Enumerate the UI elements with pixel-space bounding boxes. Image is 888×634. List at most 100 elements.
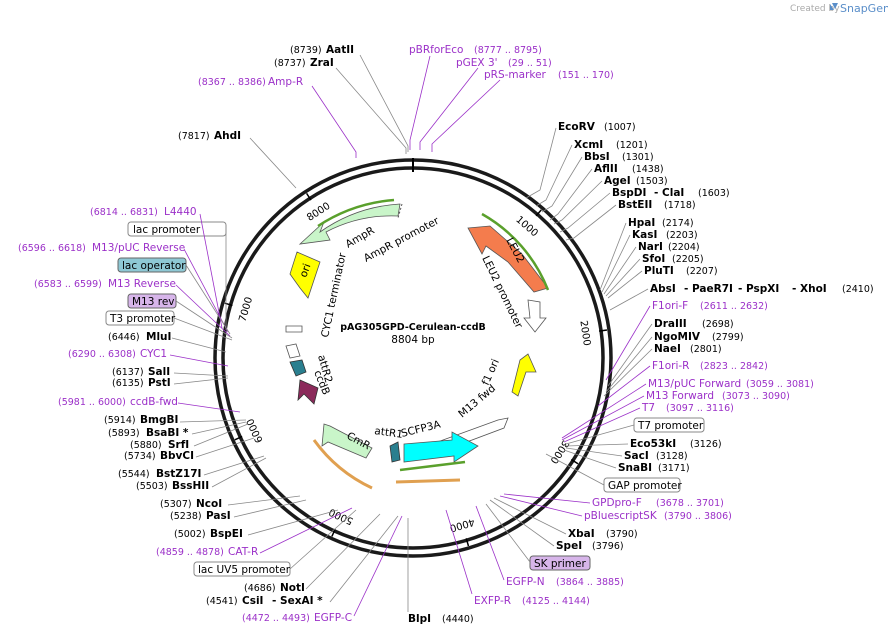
ori-feature[interactable] — [289, 251, 321, 299]
cyc1-terminator-feature[interactable] — [285, 343, 301, 359]
sk-primer-box[interactable] — [529, 555, 591, 571]
eco53ki-pos: (3126) — [690, 439, 722, 450]
scfp3a-feature[interactable] — [403, 431, 479, 463]
bsabi-name[interactable]: BsaBI * — [146, 427, 189, 439]
bsteii-name[interactable]: BstEII — [618, 199, 652, 211]
ampr-primer-name[interactable]: Amp-R — [268, 76, 303, 88]
pbluescriptsk-leader — [499, 495, 583, 517]
csii-sep[interactable]: - SexAI * — [272, 595, 323, 607]
noti-name[interactable]: NotI — [280, 582, 305, 594]
pluti-name[interactable]: PluTI — [644, 265, 674, 277]
ngomiv-leader — [605, 336, 653, 393]
aatii-leader — [359, 54, 409, 152]
f1orir-name[interactable]: F1ori-R — [652, 360, 689, 372]
psti-name[interactable]: PstI — [148, 377, 171, 389]
hpai-name[interactable]: HpaI — [628, 217, 655, 229]
sfoi-name[interactable]: SfoI — [642, 253, 665, 265]
absi-sep1[interactable]: - PaeR7I — [684, 283, 733, 295]
bspei-name[interactable]: BspEI — [210, 528, 243, 540]
ncoi-name[interactable]: NcoI — [196, 498, 222, 510]
leu2-promoter-feature[interactable] — [523, 299, 547, 333]
t7-primer-name[interactable]: T7 — [641, 402, 655, 414]
f1orif-name[interactable]: F1ori-F — [652, 300, 688, 312]
exfpr-name[interactable]: EXFP-R — [474, 595, 511, 607]
ecorv-pos: (1007) — [604, 122, 636, 133]
aatii-name[interactable]: AatII — [326, 44, 354, 56]
absi-sep3[interactable]: - XhoI — [792, 283, 827, 295]
eco53ki-name[interactable]: Eco53kI — [630, 438, 676, 450]
blpi-name[interactable]: BlpI — [408, 613, 431, 625]
nari-name[interactable]: NarI — [638, 241, 663, 253]
dra3-name[interactable]: DraIII — [654, 318, 687, 330]
csii-name[interactable]: CsiI — [242, 595, 263, 607]
zrai-pos: (8737) — [274, 58, 306, 69]
bsshii-name[interactable]: BssHII — [172, 480, 209, 492]
bmgbi-pos: (5914) — [104, 415, 136, 426]
bspdi-name[interactable]: BspDI — [612, 187, 646, 199]
hpai-pos: (2174) — [662, 218, 694, 229]
catr-leader — [259, 507, 353, 554]
mlui-name[interactable]: MluI — [146, 331, 171, 343]
nari-leader — [603, 246, 637, 295]
ccdbfwd-name[interactable]: ccdB-fwd — [130, 396, 178, 408]
plasmid-length: 8804 bp — [391, 334, 435, 346]
ngomiv-name[interactable]: NgoMIV — [654, 331, 701, 343]
cmr-feature[interactable] — [321, 423, 373, 459]
bmgbi-name[interactable]: BmgBI — [140, 414, 178, 426]
attr2-feature[interactable] — [289, 359, 307, 377]
bspdi-sep[interactable]: - ClaI — [654, 187, 684, 199]
leu2-feature[interactable] — [467, 225, 549, 293]
leu2-orf-line — [481, 212, 550, 291]
pbrforeco-name[interactable]: pBRforEco — [409, 44, 463, 56]
pbluescriptsk-name[interactable]: pBluescriptSK — [584, 510, 658, 522]
bbsi-name[interactable]: BbsI — [584, 151, 610, 163]
csii-pos: (4541) — [206, 596, 238, 607]
m13puc-rev-pos: (6596 .. 6618) — [18, 243, 86, 254]
pgex3-name[interactable]: pGEX 3' — [456, 57, 498, 69]
xbai-pos: (3790) — [606, 529, 638, 540]
pbrforeco-pos: (8777 .. 8795) — [474, 45, 542, 56]
absi-name[interactable]: AbsI — [650, 283, 676, 295]
bstz17i-name[interactable]: BstZ17I — [156, 468, 201, 480]
aflii-name[interactable]: AflII — [594, 163, 618, 175]
ecorv-name[interactable]: EcoRV — [558, 121, 596, 133]
t7-primer-leader — [563, 407, 641, 443]
bbvci-name[interactable]: BbvCI — [160, 450, 194, 462]
pasi-name[interactable]: PasI — [206, 510, 231, 522]
m13-rev-name[interactable]: M13 Reverse — [108, 278, 176, 290]
ccdb-feature[interactable] — [297, 379, 319, 405]
hpai-leader — [599, 222, 627, 291]
attr1-feature[interactable] — [389, 441, 401, 463]
saci-name[interactable]: SacI — [624, 450, 649, 462]
xcmi-name[interactable]: XcmI — [574, 139, 603, 151]
spei-name[interactable]: SpeI — [556, 540, 582, 552]
cyc1-primer-name[interactable]: CYC1 — [140, 348, 167, 360]
kasi-name[interactable]: KasI — [632, 229, 657, 241]
snabi-name[interactable]: SnaBI — [618, 462, 652, 474]
srfi-name[interactable]: SrfI — [168, 439, 189, 451]
m13puc-rev-name[interactable]: M13/pUC Reverse — [92, 242, 185, 254]
gpdprof-name[interactable]: GPDpro-F — [592, 497, 642, 509]
xbai-name[interactable]: XbaI — [568, 528, 595, 540]
zrai-name[interactable]: ZraI — [310, 57, 334, 69]
sali-name[interactable]: SalI — [148, 366, 170, 378]
bbsi-leader — [541, 156, 583, 213]
bspdi-leader — [559, 192, 611, 233]
ampr-feature[interactable] — [298, 203, 403, 245]
f1-ori-feature[interactable] — [511, 353, 537, 397]
exfpr-pos: (4125 .. 4144) — [522, 596, 590, 607]
naei-name[interactable]: NaeI — [654, 343, 681, 355]
m13-fwd-name[interactable]: M13 Forward — [646, 390, 714, 402]
prsmarker-name[interactable]: pRS-marker — [484, 69, 547, 81]
l4440-name[interactable]: L4440 — [164, 206, 197, 218]
absi-sep2[interactable]: - PspXI — [738, 283, 779, 295]
egfpn-name[interactable]: EGFP-N — [506, 576, 545, 588]
saci-leader — [565, 447, 623, 457]
m13puc-fwd-name[interactable]: M13/pUC Forward — [648, 378, 741, 390]
bbsi-pos: (1301) — [622, 152, 654, 163]
catr-name[interactable]: CAT-R — [228, 546, 258, 558]
ahdi-name[interactable]: AhdI — [214, 130, 241, 142]
m13-rev-leader — [175, 284, 231, 337]
egfpc-name[interactable]: EGFP-C — [314, 612, 352, 624]
agei-name[interactable]: AgeI — [604, 175, 631, 187]
